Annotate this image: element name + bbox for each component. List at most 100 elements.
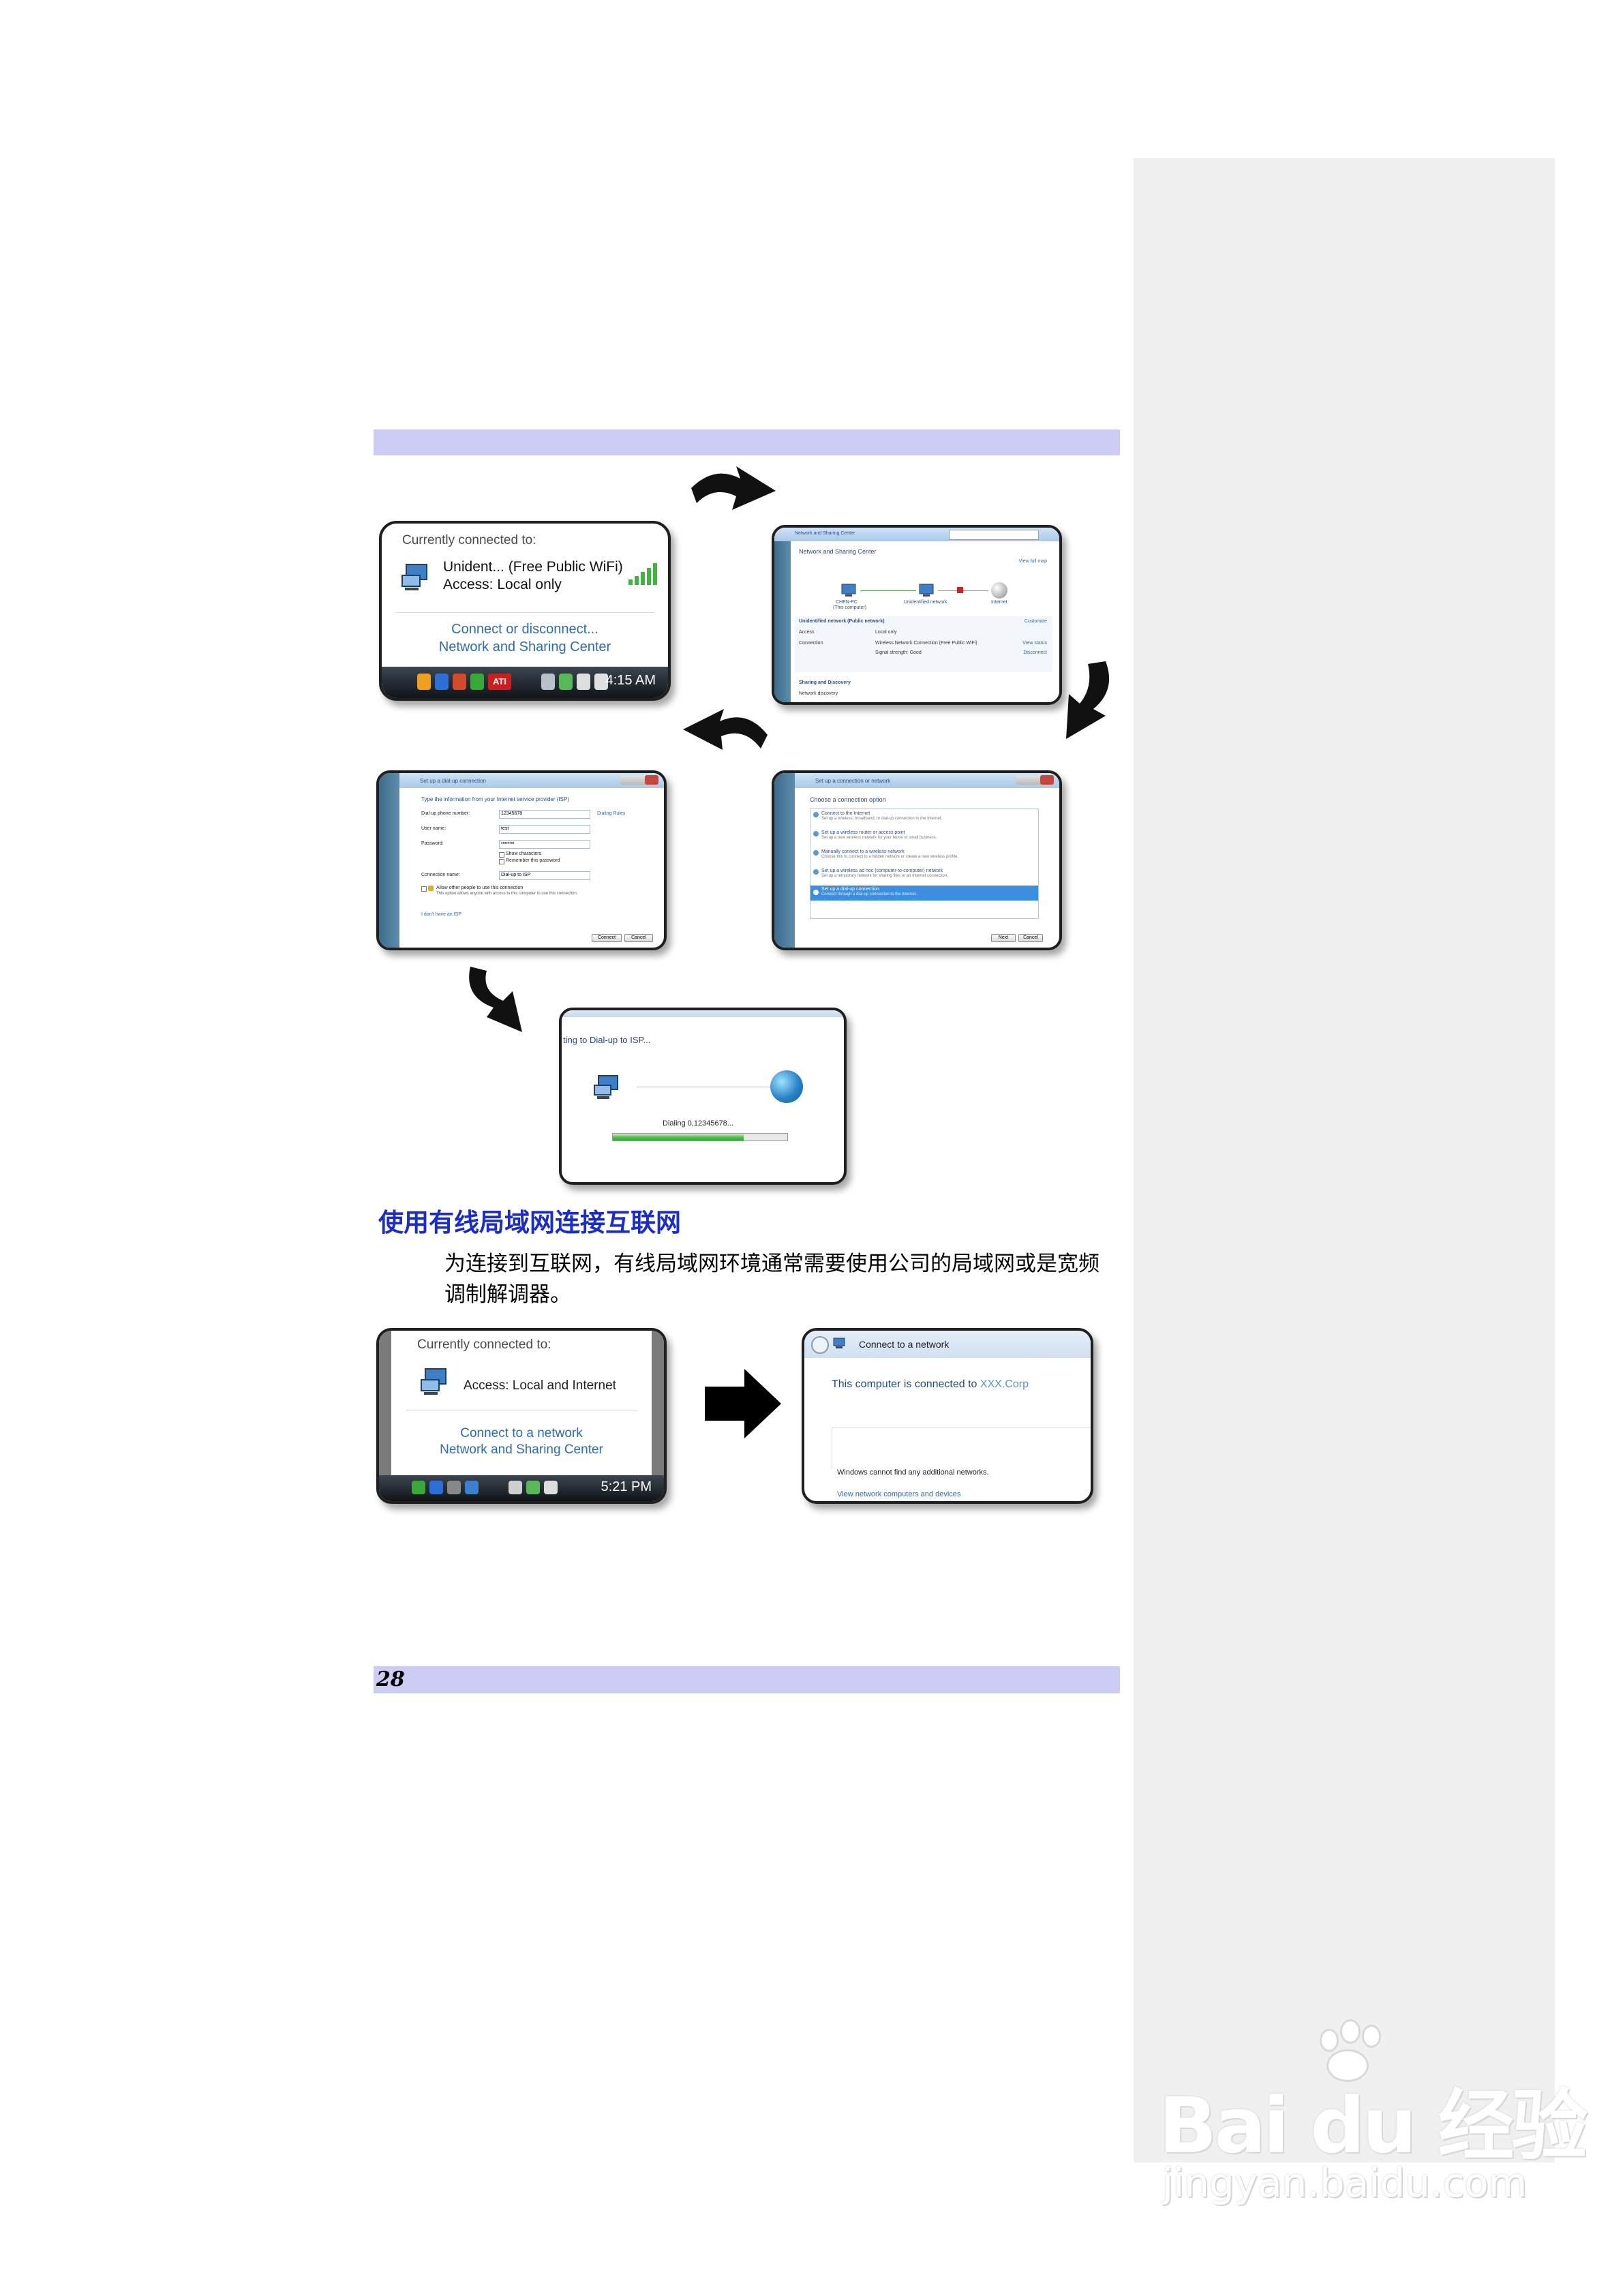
phone-input[interactable]: 12345678 [499,810,590,819]
cancel-button[interactable]: Cancel [1018,934,1043,942]
wifi-tray-icon [559,674,573,690]
connect-network-link[interactable]: Connect to a network [460,1426,583,1440]
remember-pw-checkbox[interactable] [499,859,504,864]
dialog-subtitle: Choose a connection option [810,796,886,803]
paw-icon [1326,2049,1369,2082]
screenshot-dialing: ting to Dial-up to ISP... Dialing 0,1234… [559,1008,847,1185]
volume-icon[interactable] [544,1481,558,1494]
customize-link[interactable]: Customize [1024,619,1047,624]
divider [395,612,654,613]
username-input[interactable]: test [499,825,590,834]
speaker-alert-icon [453,674,466,690]
connect-button[interactable]: Connect [592,934,622,942]
internet-option-icon [813,812,819,817]
screenshot-connect-network: Connect to a network This computer is co… [802,1328,1093,1504]
option-1-title[interactable]: Connect to the Internet [821,811,870,816]
page-title: Network and Sharing Center [799,548,877,555]
next-button[interactable]: Next [991,934,1016,942]
window-controls[interactable] [1016,775,1054,785]
dialog-title: ting to Dial-up to ISP... [563,1035,651,1045]
signal-strength-icon [628,563,657,585]
back-button[interactable] [811,1336,829,1354]
close-icon[interactable] [1040,775,1054,785]
option-2-title[interactable]: Set up a wireless router or access point [821,830,905,835]
window-title: Set up a dial-up connection [420,778,486,784]
view-full-map-link[interactable]: View full map [1018,559,1047,564]
password-input[interactable]: •••••••• [499,840,590,849]
dialing-rules-link[interactable]: Dialing Rules [597,811,626,816]
access-value: Local only [875,630,897,635]
username-label: User name: [421,826,446,831]
network-tray-icon[interactable] [470,674,484,690]
option-3-desc: Choose this to connect to a hidden netwo… [821,855,959,859]
app-icon [465,1481,479,1494]
network-icon [919,584,934,596]
network-sharing-center-link[interactable]: Network and Sharing Center [440,1442,603,1457]
disconnect-link[interactable]: Disconnect [1023,650,1047,655]
footer-band [374,1666,1120,1693]
sharing-section-title: Sharing and Discovery [799,680,851,685]
screenshot-lan-status: Currently connected to: Access: Local an… [376,1328,667,1504]
battery-icon [509,1481,522,1494]
allow-others-label: Allow other people to use this connectio… [436,886,524,890]
option-2-desc: Set up a new wireless network for your h… [821,836,937,840]
link-line [860,590,916,591]
link-line-broken [938,590,988,591]
option-5-title[interactable]: Set up a dial-up connection [821,887,879,892]
selected-option-row[interactable] [810,886,1038,901]
network-sharing-center-link[interactable]: Network and Sharing Center [438,639,611,654]
option-3-title[interactable]: Manually connect to a wireless network [821,849,905,854]
allow-others-checkbox[interactable] [421,886,427,892]
node-this-computer: CHEN-PC [836,600,858,605]
nav-pane [774,541,791,702]
wireless-option-icon [813,850,819,856]
cancel-button[interactable]: Cancel [624,934,653,942]
dialup-option-icon [813,890,819,895]
window-title: Set up a connection or network [815,778,891,784]
network-computer-icon [421,1368,446,1395]
arrow-right-icon [705,1369,781,1438]
network-access: Access: Local and Internet [464,1378,616,1393]
watermark-url: jingyan.baidu.com [1162,2160,1528,2206]
access-label: Access [799,630,815,635]
title-bar [795,773,1059,788]
show-chars-checkbox[interactable] [499,852,504,858]
network-tray-icon[interactable] [412,1481,425,1494]
screenshot-dialup-setup: Set up a dial-up connection Type the inf… [376,770,667,950]
search-box[interactable] [949,530,1039,540]
dialing-progress-bar [612,1133,788,1141]
dark-edge [652,1331,664,1501]
window-controls[interactable] [620,775,658,785]
view-network-computers-link[interactable]: View network computers and devices [837,1490,961,1498]
margin-sidebar [1134,158,1555,2162]
view-status-link[interactable]: View status [1022,641,1047,646]
page-number: 28 [376,1667,405,1691]
title-bar [804,1331,1091,1358]
network-status-icon [526,1481,540,1494]
clock: 4:15 AM [605,673,656,688]
node-internet: Internet [991,600,1007,605]
connection-value: Wireless Network Connection (Free Public… [875,641,977,646]
node-this-computer-sub: (This computer) [833,605,867,610]
computer-icon [594,1075,618,1099]
popup-header: Currently connected to: [402,533,536,547]
conn-name-input[interactable]: Dial-up to ISP [499,871,590,880]
header-band [374,429,1120,455]
adhoc-option-icon [813,869,819,875]
battery-icon [541,674,555,690]
popup-header: Currently connected to: [417,1338,551,1352]
clock: 5:21 PM [601,1479,652,1494]
connect-disconnect-link[interactable]: Connect or disconnect... [451,622,598,637]
dialing-status: Dialing 0,12345678... [663,1119,733,1128]
ati-badge-icon: ATI [488,674,511,690]
display-icon [577,674,590,690]
option-4-title[interactable]: Set up a wireless ad hoc (computer-to-co… [821,868,943,873]
this-computer-icon [841,584,856,596]
close-icon[interactable] [645,775,658,785]
volume-icon[interactable] [594,674,608,690]
connected-network-name: XXX.Corp [980,1378,1029,1390]
network-icon [833,1338,845,1348]
window-title: Connect to a network [859,1339,950,1350]
no-networks-message: Windows cannot find any additional netwo… [837,1468,989,1477]
no-isp-link[interactable]: I don't have an ISP [421,912,461,917]
